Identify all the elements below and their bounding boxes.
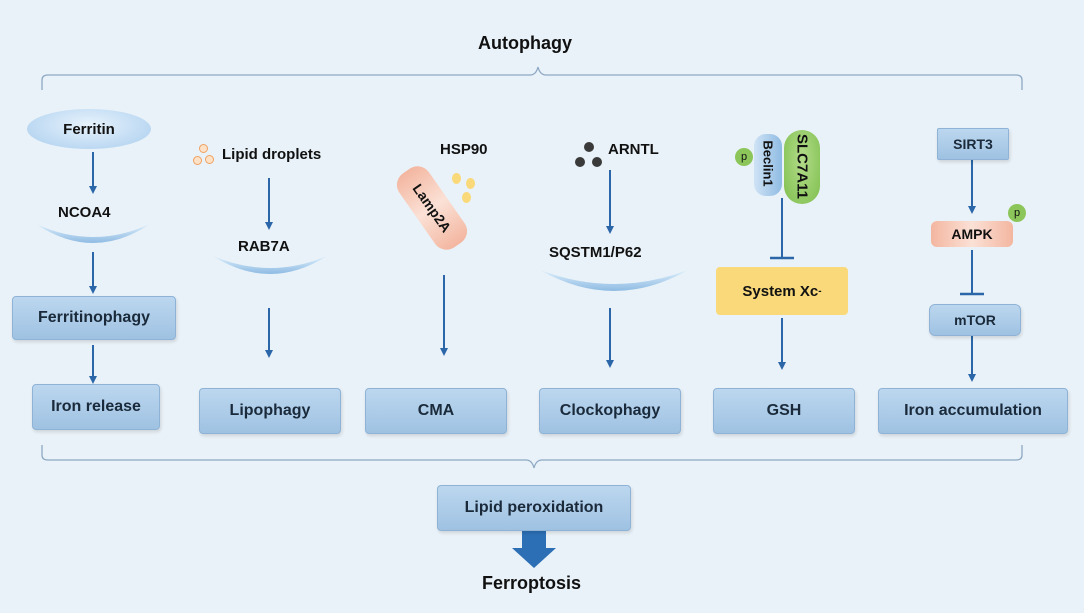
beclin1-label: Beclin1 [760, 140, 776, 187]
sqstm1-p62-label: SQSTM1/P62 [549, 244, 642, 261]
lipid-droplets-label: Lipid droplets [222, 146, 322, 163]
hsp90-chaperone-icon [466, 178, 475, 189]
lipid-droplet-icon [193, 156, 202, 165]
lipid-droplet-icon [199, 144, 208, 153]
hsp90-chaperone-icon [452, 173, 461, 184]
lipid-droplet-icon [205, 155, 214, 164]
cma-box: CMA [365, 388, 507, 434]
lipophagy-box: Lipophagy [199, 388, 341, 434]
sirt3-box: SIRT3 [937, 128, 1009, 160]
slc7a11-label: SLC7A11 [793, 133, 811, 200]
system-xc-sup: - [818, 285, 822, 297]
phospho-marker: p [735, 148, 753, 166]
system-xc-label: System Xc [742, 282, 819, 300]
system-xc-box: System Xc- [716, 267, 848, 315]
phospho-marker: p [1008, 204, 1026, 222]
big-arrow-ferroptosis [512, 530, 556, 568]
ferritinophagy-box: Ferritinophagy [12, 296, 176, 340]
gsh-box: GSH [713, 388, 855, 434]
p62-membrane [540, 270, 688, 291]
ncoa4-membrane [36, 224, 150, 243]
diagram-title: Autophagy [478, 33, 572, 53]
ampk-node: AMPK [931, 221, 1013, 247]
top-brace [41, 66, 1023, 90]
beclin1-node [754, 134, 782, 196]
ferritin-node: Ferritin [27, 109, 151, 149]
rab7a-label: RAB7A [238, 238, 290, 255]
rab7a-membrane [213, 256, 327, 274]
iron-release-box: Iron release [32, 384, 160, 430]
iron-accumulation-box: Iron accumulation [878, 388, 1068, 434]
ncoa4-label: NCOA4 [58, 204, 111, 221]
arntl-protein-icon [584, 142, 594, 152]
slc7a11-node [784, 130, 820, 204]
clockophagy-box: Clockophagy [539, 388, 681, 434]
hsp90-chaperone-icon [462, 192, 471, 203]
hsp90-label: HSP90 [440, 141, 488, 158]
arntl-protein-icon [575, 157, 585, 167]
lipid-peroxidation-box: Lipid peroxidation [437, 485, 631, 531]
mtor-box: mTOR [929, 304, 1021, 336]
arntl-protein-icon [592, 157, 602, 167]
ferroptosis-label: Ferroptosis [482, 573, 582, 593]
bottom-brace [41, 445, 1023, 469]
arntl-label: ARNTL [608, 141, 659, 158]
